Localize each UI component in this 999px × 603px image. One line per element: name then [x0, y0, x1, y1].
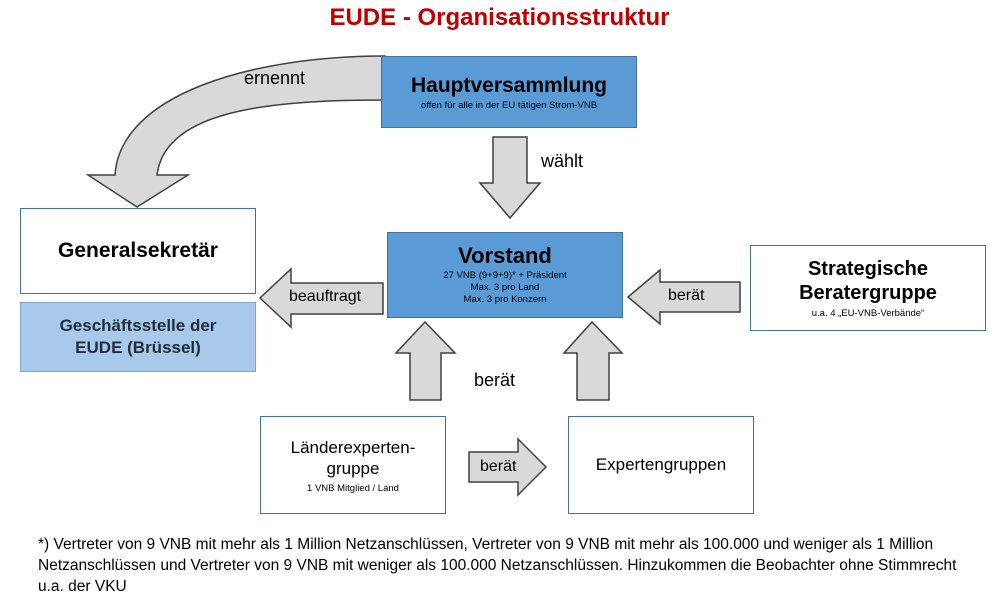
beraet-strategisch-label: berät — [668, 287, 705, 304]
waehlt-label: wählt — [541, 151, 584, 171]
strategische-label1: Strategische — [807, 258, 929, 280]
vorstand-node: Vorstand 27 VNB (9+9+9)* + Präsident Max… — [387, 232, 623, 318]
expertengruppen-node: Expertengruppen — [568, 416, 754, 514]
ernennt-arrow — [85, 55, 386, 208]
geschaeftsstelle-label: Geschäftsstelle der EUDE (Brüssel) — [59, 316, 217, 357]
beauftragt-arrow — [258, 267, 384, 329]
laenderexperten-node: Länderexperten- gruppe 1 VNB Mitglied / … — [260, 416, 446, 514]
page-title: EUDE - Organisationsstruktur — [329, 4, 670, 31]
beraet-vorstand-label: berät — [474, 370, 516, 390]
ernennt-label: ernennt — [244, 68, 306, 88]
footnote: *) Vertreter von 9 VNB mit mehr als 1 Mi… — [38, 536, 957, 595]
generalsekretaer-label: Generalsekretär — [58, 239, 218, 262]
beraet-experten-label: berät — [480, 458, 517, 475]
expertengruppen-label: Expertengruppen — [595, 455, 727, 474]
beauftragt-label: beauftragt — [289, 288, 362, 305]
strategische-label2: Beratergruppe — [799, 282, 937, 304]
laenderexperten-label1: Länderexperten- — [290, 437, 416, 457]
beraet-strategisch-arrow — [626, 268, 741, 326]
strategische-sub: u.a. 4 „EU-VNB-Verbände“ — [811, 308, 925, 319]
hauptversammlung-label: Hauptversammlung — [410, 73, 608, 97]
geschaeftsstelle-node: Geschäftsstelle der EUDE (Brüssel) — [20, 302, 256, 372]
up-arrow-left — [394, 320, 457, 401]
waehlt-arrow — [478, 136, 542, 220]
hauptversammlung-sub: offen für alle in der EU tätigen Strom-V… — [420, 99, 598, 111]
vorstand-label: Vorstand — [458, 243, 552, 268]
hauptversammlung-node: Hauptversammlung offen für alle in der E… — [381, 56, 637, 128]
strategische-node: Strategische Beratergruppe u.a. 4 „EU-VN… — [750, 245, 986, 331]
laenderexperten-label2: gruppe — [326, 458, 380, 478]
vorstand-sub1: 27 VNB (9+9+9)* + Präsident — [443, 270, 567, 281]
laenderexperten-sub: 1 VNB Mitglied / Land — [307, 482, 399, 494]
vorstand-sub3: Max. 3 pro Konzern — [463, 294, 547, 305]
generalsekretaer-node: Generalsekretär — [20, 208, 256, 294]
beraet-experten-arrow — [468, 437, 548, 497]
up-arrow-right — [562, 320, 624, 401]
vorstand-sub2: Max. 3 pro Land — [470, 282, 540, 293]
